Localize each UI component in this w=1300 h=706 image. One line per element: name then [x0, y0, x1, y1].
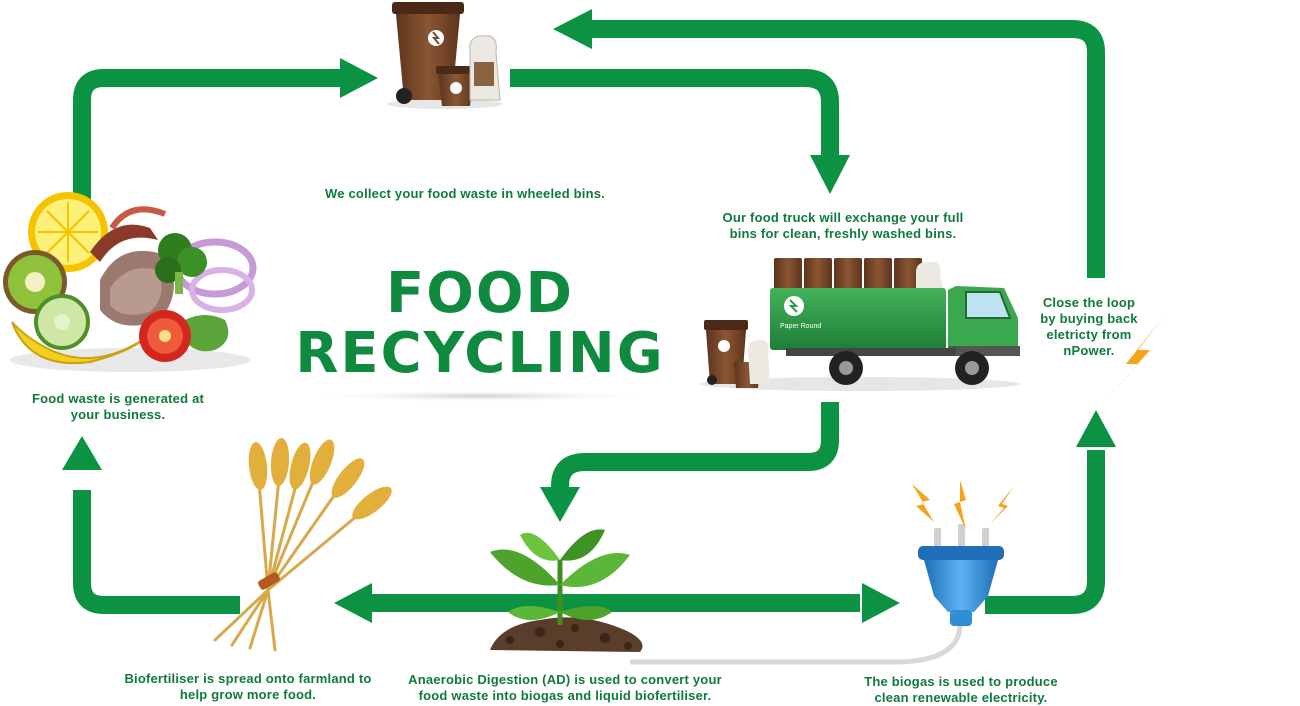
caption-biogas: The biogas is used to produce clean rene… — [846, 674, 1076, 706]
arrow-head-loop — [553, 9, 592, 49]
arrow-wheat-to-food — [82, 490, 240, 605]
caption-exchange: Our food truck will exchange your full b… — [708, 210, 978, 242]
title-shadow — [300, 390, 660, 402]
title-line-2: RECYCLING — [290, 322, 670, 386]
arrow-head-to-plug — [862, 583, 900, 623]
arrow-head-to-food — [62, 436, 102, 470]
caption-collect: We collect your food waste in wheeled bi… — [300, 186, 630, 202]
caption-loop: Close the loop by buying back eletricty … — [1034, 295, 1144, 359]
arrow-head-up-right — [1076, 410, 1116, 447]
arrow-head-to-wheat — [334, 583, 372, 623]
arrow-food-to-bin — [82, 78, 345, 200]
truck-brand-label: Paper Round — [780, 323, 821, 330]
caption-digest: Anaerobic Digestion (AD) is used to conv… — [400, 672, 730, 704]
title-line-1: FOOD — [300, 262, 660, 326]
caption-generate: Food waste is generated at your business… — [18, 391, 218, 423]
arrow-plug-to-loop — [985, 450, 1096, 605]
food-waste-icon — [3, 192, 253, 372]
plug-icon — [630, 480, 1014, 662]
plant-icon — [490, 529, 643, 652]
arrow-bin-to-truck — [510, 78, 830, 158]
arrow-head-to-plant — [540, 487, 580, 522]
arrow-head-to-truck — [810, 155, 850, 194]
arrow-truck-to-plant — [560, 402, 830, 488]
caption-biofertiliser: Biofertiliser is spread onto farmland to… — [118, 671, 378, 703]
arrow-head-to-bin — [340, 58, 378, 98]
food-truck-icon: Paper Round — [700, 258, 1020, 391]
wheelie-bin-icon — [387, 2, 503, 109]
